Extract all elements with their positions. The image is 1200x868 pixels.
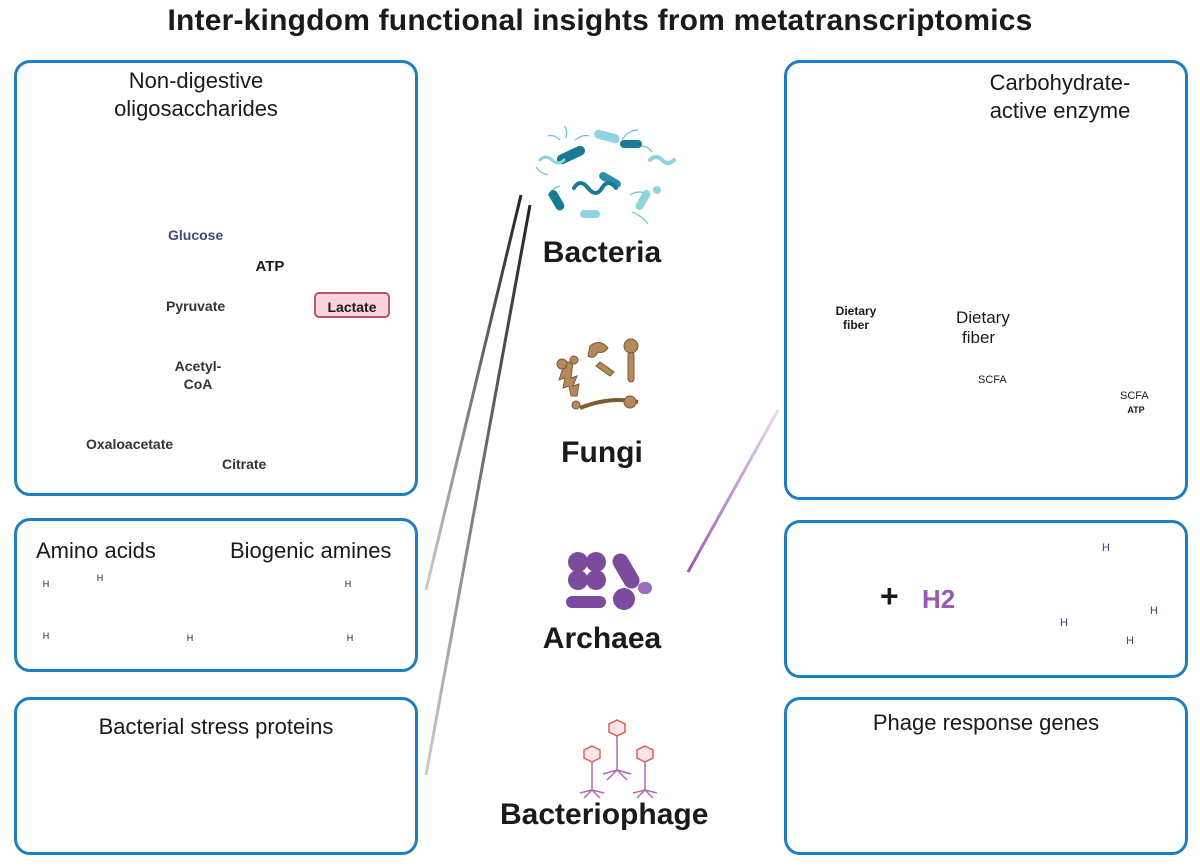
dietary-fiber-small-line1: Dietary	[835, 304, 877, 318]
acetyl-label-line2: CoA	[183, 376, 213, 392]
amine-h1-label: H	[344, 579, 352, 589]
co2-label: CO2	[810, 584, 846, 609]
fungi-illustration	[556, 338, 639, 410]
archaea-illustration	[566, 552, 652, 610]
methane-c-label: C	[1098, 585, 1114, 607]
figure-title: Inter-kingdom functional insights from m…	[167, 4, 1033, 37]
stress-panel	[14, 697, 418, 855]
oxaloacetate-label: Oxaloacetate	[86, 436, 174, 452]
atom-n-label: N	[55, 604, 65, 619]
pyruvate-label: Pyruvate	[166, 298, 226, 314]
oligosaccharide-heading-line2: oligosaccharides	[114, 96, 278, 121]
scfa-right-label: SCFA	[1120, 390, 1149, 402]
amino-acids-label: Amino acids	[36, 538, 156, 563]
cazyme-panel	[784, 60, 1188, 500]
oligosaccharide-heading-line1: Non-digestive	[128, 68, 264, 93]
methane-h4-label: H	[1150, 605, 1158, 617]
dietary-fiber-small-line2: fiber	[842, 318, 869, 332]
oligosaccharide-panel	[14, 60, 418, 496]
methane-h2-label: H	[1060, 617, 1068, 629]
phage-heading: Phage response genes	[872, 710, 1100, 735]
enzyme-label: Enzyme	[231, 178, 269, 189]
cazyme-heading-line1: Carbohydrate-	[989, 70, 1131, 95]
biogenic-amines-label: Biogenic amines	[230, 538, 392, 563]
bacteria-amine-link	[424, 194, 523, 591]
atp-label: ATP	[255, 258, 285, 275]
atom-c1-label: C	[94, 601, 106, 618]
kingdom-bacteria-label: Bacteria	[542, 236, 662, 269]
cazyme-enzyme-label: Enzyme	[1036, 176, 1074, 187]
bacteria-stress-link	[424, 204, 532, 776]
co2-text: CO	[810, 584, 840, 606]
bacteria-illustration	[535, 125, 676, 225]
h2-label: H2	[922, 584, 956, 614]
connector-lines	[424, 184, 780, 780]
methane-h3-label: H	[1126, 635, 1134, 647]
glucose-label: Glucose	[168, 227, 224, 243]
atom-c2-label: C	[134, 601, 146, 618]
plus-sign: +	[880, 578, 899, 614]
kingdom-fungi-label: Fungi	[561, 436, 643, 469]
methane-panel	[784, 520, 1188, 678]
phage-illustration	[579, 719, 658, 799]
citrate-label: Citrate	[222, 456, 267, 472]
atom-h3-label: H	[96, 573, 104, 583]
phage-panel	[784, 697, 1188, 855]
archaea-fiber-link	[686, 409, 780, 573]
scfa-left-label: SCFA	[978, 374, 1007, 386]
cazyme-substrate-label: Substrate	[1031, 138, 1079, 149]
substrate-label: Substrate	[226, 151, 274, 162]
stress-heading: Bacterial stress proteins	[98, 714, 334, 739]
dietary-fiber-big-line2: fiber	[962, 328, 996, 347]
atom-h4-label: H	[186, 633, 194, 643]
atom-h2-label: H	[42, 631, 50, 641]
amine-n-label: N	[314, 605, 326, 622]
atom-o1-label: O	[155, 582, 165, 596]
atom-h1-label: H	[42, 579, 50, 589]
amine-panel	[14, 518, 418, 672]
amine-h2-label: H	[346, 633, 354, 643]
lactate-label: Lactate	[314, 292, 390, 318]
acetyl-label-line1: Acetyl-	[174, 358, 222, 374]
atom-o2-label: O	[155, 628, 165, 642]
cazyme-atp-label: ATP	[1127, 405, 1145, 415]
co2-subscript: 2	[840, 597, 847, 609]
kingdom-archaea-label: Archaea	[542, 622, 662, 655]
methane-h1-label: H	[1102, 542, 1110, 554]
kingdom-bacteriophage-label: Bacteriophage	[500, 798, 709, 831]
cazyme-heading-line2: active enzyme	[989, 98, 1131, 123]
dietary-fiber-big-line1: Dietary	[956, 308, 1010, 327]
